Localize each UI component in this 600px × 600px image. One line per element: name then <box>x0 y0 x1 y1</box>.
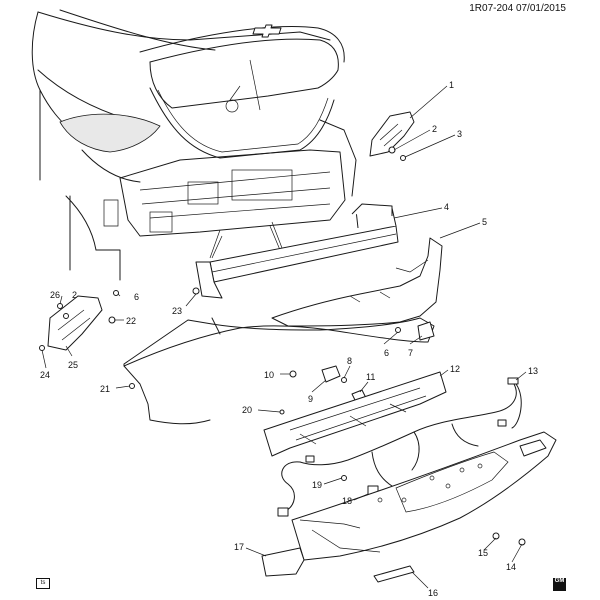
callout-6-left: 6 <box>134 292 139 302</box>
screw-part-24 <box>39 345 45 351</box>
skid-trim-part-16 <box>373 565 415 583</box>
callout-10: 10 <box>264 370 274 380</box>
gm-logo: GM <box>553 578 566 591</box>
nut-part-6-left <box>113 290 119 296</box>
clip-part-2-upper <box>388 146 396 154</box>
diagram-reference-code: 1R07-204 07/01/2015 <box>469 3 566 14</box>
impact-bar-part-4 <box>195 203 399 299</box>
callout-24: 24 <box>40 370 50 380</box>
callout-6-right: 6 <box>384 348 389 358</box>
callout-2: 2 <box>432 124 437 134</box>
lower-fascia-assembly <box>291 431 557 561</box>
callout-17: 17 <box>234 542 244 552</box>
callout-21: 21 <box>100 384 110 394</box>
nut-part-15 <box>492 532 500 540</box>
energy-absorber-part-5 <box>271 237 443 327</box>
callout-23: 23 <box>172 306 182 316</box>
callout-19: 19 <box>312 480 322 490</box>
fastener-part-26 <box>57 303 63 309</box>
clip-part-19 <box>341 475 347 481</box>
callout-1: 1 <box>449 80 454 90</box>
bolt-part-14 <box>518 538 526 546</box>
callout-18: 18 <box>342 496 352 506</box>
rear-fascia <box>123 317 435 425</box>
callout-20: 20 <box>242 405 252 415</box>
corner-trim-part-17 <box>261 547 305 577</box>
wiring-harness-part-13 <box>277 377 522 517</box>
callout-16: 16 <box>428 588 438 598</box>
sensor-part-9 <box>321 365 341 383</box>
retainer-part-10 <box>289 370 297 378</box>
nut-part-6-right <box>395 327 401 333</box>
callout-11: 11 <box>366 372 375 382</box>
vehicle-body-outline <box>31 9 357 281</box>
bracket-part-7 <box>417 321 435 341</box>
clip-part-21 <box>129 383 135 389</box>
bolt-part-3 <box>400 155 406 161</box>
callout-12: 12 <box>450 364 460 374</box>
nut-part-23 <box>192 287 200 295</box>
callout-22: 22 <box>126 316 136 326</box>
ts-mark: ts <box>36 578 50 589</box>
callout-leader-lines <box>41 85 527 589</box>
callout-labels: 1 2 3 4 5 26 2 6 22 23 6 7 24 25 8 10 9 … <box>40 80 538 598</box>
callout-13: 13 <box>528 366 538 376</box>
callout-9: 9 <box>308 394 313 404</box>
reference-number: 1R07-204 <box>469 3 514 14</box>
callout-14: 14 <box>506 562 516 572</box>
clip-part-2-left <box>63 313 69 319</box>
callout-15: 15 <box>478 548 488 558</box>
callout-7: 7 <box>408 348 413 358</box>
clip-part-8 <box>341 377 347 383</box>
callout-3: 3 <box>457 129 462 139</box>
callout-2-left: 2 <box>72 290 77 300</box>
reference-date: 07/01/2015 <box>515 3 566 14</box>
callout-26: 26 <box>50 290 60 300</box>
callout-25: 25 <box>68 360 78 370</box>
upper-bracket-part-1 <box>369 111 415 157</box>
callout-4: 4 <box>444 202 449 212</box>
lower-support-part-12 <box>263 371 447 457</box>
clip-part-20 <box>279 409 285 415</box>
callout-8: 8 <box>347 356 352 366</box>
side-bracket-part-25 <box>47 295 103 351</box>
callout-5: 5 <box>482 217 487 227</box>
